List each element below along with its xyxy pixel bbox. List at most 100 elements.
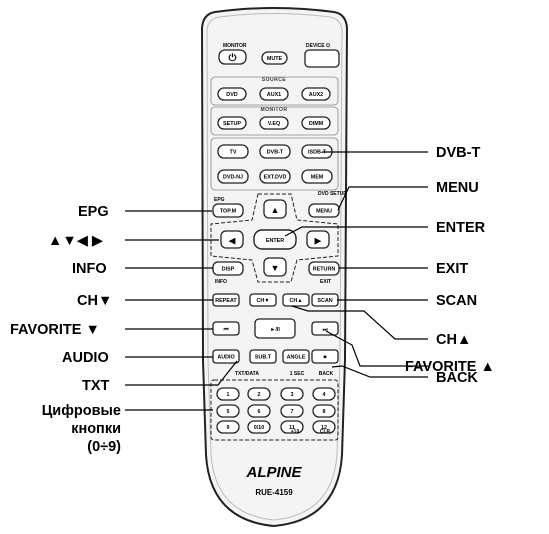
mute-button[interactable] (261, 51, 288, 65)
subtitle-button[interactable] (249, 349, 277, 364)
right-arrow-button[interactable] (306, 230, 330, 249)
digit-8-button[interactable] (312, 404, 336, 418)
angle-button-label: ANGLE (287, 355, 306, 361)
ch-down-button[interactable] (249, 293, 277, 307)
digit-12-button[interactable] (312, 420, 336, 434)
callout-favorite-down: FAVORITE ▼ (10, 322, 100, 338)
subtitle-button-label: SUB.T (255, 355, 272, 361)
callout-txt: TXT (82, 378, 110, 394)
ch-down-button-label: CH▼ (256, 298, 269, 304)
digit-5-button[interactable] (216, 404, 240, 418)
down-arrow-button[interactable] (263, 257, 287, 277)
digit-7-button-label: 7 (291, 409, 294, 415)
stop-button[interactable] (311, 349, 339, 364)
callout-digits-line3: (0÷9) (87, 439, 121, 455)
back-small-label: BACK (319, 371, 334, 377)
callout-exit: EXIT (436, 261, 468, 277)
next-track-button-label: ⏭ (323, 327, 328, 333)
monitor-dimm-button[interactable] (301, 116, 331, 130)
return-button-label: RETURN (313, 267, 336, 273)
digit-1-button[interactable] (216, 387, 240, 401)
monitor-power-label: MONITOR (223, 43, 247, 49)
tv-row-dvb-t-button[interactable] (259, 144, 291, 159)
next-track-button[interactable] (311, 321, 339, 336)
callout-back: BACK (436, 370, 478, 386)
top-menu-button-label: TOP.M (220, 209, 237, 215)
callout-lines (125, 151, 428, 411)
callout-dvbt: DVB-T (436, 145, 480, 161)
exit-small-label: EXIT (320, 279, 331, 285)
digit-2-button-label: 2 (258, 392, 261, 398)
digit-12-button-label: 12 (321, 425, 327, 431)
digit-3-button-label: 3 (291, 392, 294, 398)
digit-6-button[interactable] (247, 404, 271, 418)
tv-group-frame (210, 137, 339, 191)
enter-button[interactable] (253, 229, 297, 250)
digit-2-button[interactable] (247, 387, 271, 401)
source-dvd-button[interactable] (217, 87, 247, 101)
menu-button[interactable] (308, 203, 340, 218)
info-small-label: INFO (215, 279, 227, 285)
callout-epg: EPG (78, 204, 109, 220)
nav-dashed-frame (210, 193, 339, 283)
digit-4-button[interactable] (312, 387, 336, 401)
plus10-small-label: +10 (291, 429, 300, 435)
dvd-row-dvd-nj-button[interactable] (217, 169, 249, 184)
callout-enter: ENTER (436, 220, 486, 236)
up-arrow-button[interactable] (263, 199, 287, 219)
callout-audio: AUDIO (62, 350, 109, 366)
up-arrow-icon: ▲ (271, 205, 280, 215)
device-power-label: DEVICE ⏻ (306, 43, 330, 49)
dvd-row-mem-button-label: MEM (311, 175, 324, 181)
monitor-v-eq-button-label: V.EQ (268, 121, 280, 127)
digit-5-button-label: 5 (227, 409, 230, 415)
digit-8-button-label: 8 (323, 409, 326, 415)
digit-9-button[interactable] (216, 420, 240, 434)
source-group-frame (210, 76, 339, 106)
tv-row-isdb-t-button-label: ISDB-T (308, 150, 327, 156)
brand-logo: ALPINE (245, 464, 302, 481)
callout-favorite-up: FAVORITE ▲ (405, 359, 495, 375)
digit-11-button[interactable] (280, 420, 304, 434)
ch-up-button[interactable] (282, 293, 310, 307)
digit-3-button[interactable] (280, 387, 304, 401)
digit-7-button[interactable] (280, 404, 304, 418)
tv-row-tv-button-label: TV (230, 150, 237, 156)
transport-row: ⏮►/II⏭ (212, 318, 339, 339)
monitor-group-label: MONITOR (260, 107, 287, 113)
monitor-v-eq-button[interactable] (259, 116, 289, 130)
tv-row-tv-button[interactable] (217, 144, 249, 159)
dvd-row-ext-dvd-button[interactable] (259, 169, 291, 184)
source-dvd-button-label: DVD (226, 92, 237, 98)
callout-info: INFO (72, 261, 107, 277)
digit-0-10-button[interactable] (247, 420, 271, 434)
left-arrow-button[interactable] (220, 230, 244, 249)
digit-11-button-label: 11 (289, 425, 295, 431)
source-aux2-button[interactable] (301, 87, 331, 101)
monitor-power-button[interactable] (218, 49, 247, 65)
power-icon: ⏻ (229, 52, 237, 64)
callout-digits-line1: Цифровые (42, 403, 121, 419)
monitor-setup-button[interactable] (217, 116, 247, 130)
play-pause-button[interactable] (254, 318, 296, 339)
one-sec-small-label: 1 SEC (290, 371, 305, 377)
stop-button-label: ■ (323, 355, 326, 361)
angle-button[interactable] (282, 349, 310, 364)
source-group-label: SOURCE (262, 77, 287, 83)
source-aux1-button[interactable] (259, 87, 289, 101)
monitor-setup-button-label: SETUP (223, 121, 241, 127)
dvd-setup-small-label: DVD SETUP (318, 191, 347, 197)
left-arrow-icon: ◀ (229, 236, 236, 246)
clr-small-label: CLR (320, 429, 331, 435)
device-power-button[interactable] (304, 49, 340, 68)
top-menu-button[interactable] (212, 203, 244, 218)
dvd-row-mem-button[interactable] (301, 169, 333, 184)
repeat-button-label: REPEAT (215, 298, 237, 304)
callout-arrows: ▲▼◀ ▶ (48, 233, 104, 249)
menu-button-label: MENU (316, 209, 332, 215)
